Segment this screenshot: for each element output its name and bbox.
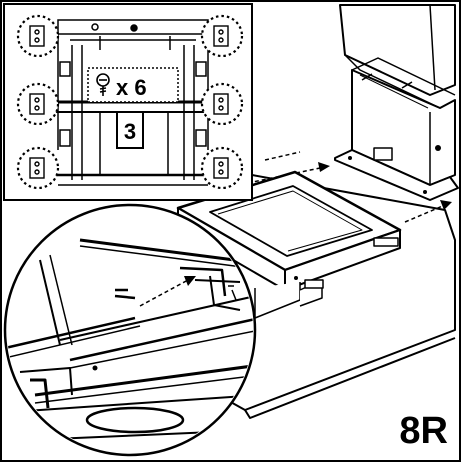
screw-count-text: x 6 bbox=[116, 75, 147, 100]
screw-holes bbox=[29, 25, 229, 179]
detail-magnifier bbox=[3, 203, 257, 457]
cabinet bbox=[334, 4, 459, 201]
magnifier-arrow-head bbox=[184, 276, 196, 286]
step-number-text: 3 bbox=[124, 119, 136, 144]
step-label: 8R bbox=[399, 410, 448, 452]
arrow-heads bbox=[318, 162, 452, 210]
magnifier-arrow bbox=[139, 279, 189, 307]
step-number-box bbox=[116, 111, 144, 149]
screw-icon bbox=[96, 73, 110, 96]
screw-callout: x 6 3 bbox=[3, 3, 253, 201]
